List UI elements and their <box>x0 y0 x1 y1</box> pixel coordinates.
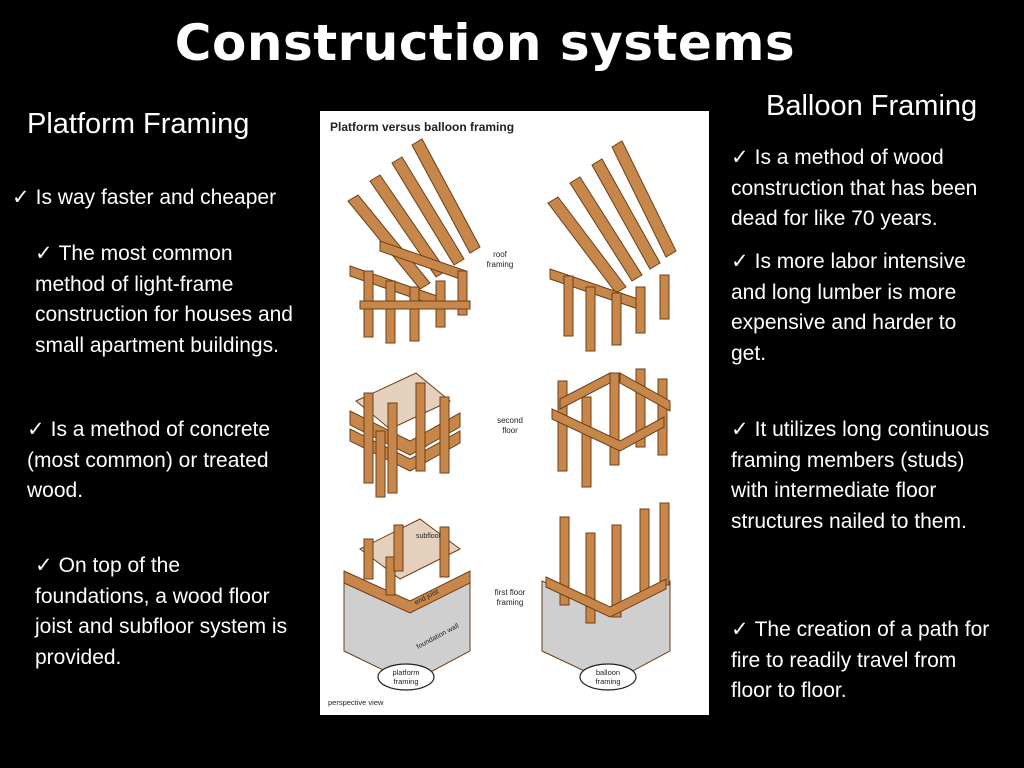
platform-first-floor-illustration <box>343 518 471 684</box>
balloon-bullet-2: ✓Is more labor intensive and long lumber… <box>731 247 993 369</box>
figure-footer: perspective view <box>328 698 384 707</box>
check-icon: ✓ <box>35 242 53 265</box>
bullet-text: The creation of a path for fire to readi… <box>731 618 990 702</box>
bullet-text: The most common method of light-frame co… <box>35 242 293 357</box>
check-icon: ✓ <box>731 618 749 641</box>
platform-badge-line2: framing <box>393 677 418 686</box>
bullet-text: Is way faster and cheaper <box>35 186 277 209</box>
balloon-first-floor-illustration <box>541 502 671 684</box>
balloon-badge <box>579 663 637 691</box>
bullet-text: Is a method of concrete (most common) or… <box>27 418 271 502</box>
check-icon: ✓ <box>731 250 749 273</box>
check-icon: ✓ <box>731 418 749 441</box>
bullet-text: Is more labor intensive and long lumber … <box>731 250 966 365</box>
label-roof-line1: roof <box>493 250 508 259</box>
balloon-bullet-1: ✓Is a method of wood construction that h… <box>731 143 1001 235</box>
balloon-second-floor-illustration <box>551 368 671 488</box>
platform-framing-heading: Platform Framing <box>27 108 250 140</box>
framing-diagram: Platform versus balloon framing roof fra… <box>320 111 709 715</box>
bullet-text: Is a method of wood construction that ha… <box>731 146 978 230</box>
balloon-roof-illustration <box>547 140 677 352</box>
platform-bullet-1: ✓Is way faster and cheaper <box>12 183 318 214</box>
label-second-line1: second <box>497 416 523 425</box>
platform-bullet-3: ✓Is a method of concrete (most common) o… <box>27 415 319 507</box>
balloon-bullet-3: ✓It utilizes long continuous framing mem… <box>731 415 1001 537</box>
balloon-badge-line1: balloon <box>596 668 620 677</box>
balloon-bullet-4: ✓The creation of a path for fire to read… <box>731 615 993 707</box>
figure-title: Platform versus balloon framing <box>330 120 514 134</box>
balloon-framing-heading: Balloon Framing <box>766 90 978 122</box>
platform-second-floor-illustration <box>349 372 461 498</box>
check-icon: ✓ <box>35 554 53 577</box>
platform-badge <box>377 663 435 691</box>
check-icon: ✓ <box>27 418 45 441</box>
label-second-line2: floor <box>502 426 518 435</box>
platform-bullet-2: ✓The most common method of light-frame c… <box>35 239 295 361</box>
label-subfloor: subfloor <box>416 533 442 540</box>
label-roof-line2: framing <box>487 260 514 269</box>
slide-title: Construction systems <box>174 14 796 72</box>
platform-badge-line1: platform <box>392 668 419 677</box>
bullet-text: On top of the foundations, a wood floor … <box>35 554 288 669</box>
bullet-text: It utilizes long continuous framing memb… <box>731 418 990 533</box>
label-first-line2: framing <box>497 598 524 607</box>
platform-bullet-4: ✓On top of the foundations, a wood floor… <box>35 551 297 673</box>
platform-roof-illustration <box>347 138 481 344</box>
balloon-badge-line2: framing <box>595 677 620 686</box>
check-icon: ✓ <box>731 146 749 169</box>
label-first-line1: first floor <box>495 588 526 597</box>
check-icon: ✓ <box>12 186 30 209</box>
